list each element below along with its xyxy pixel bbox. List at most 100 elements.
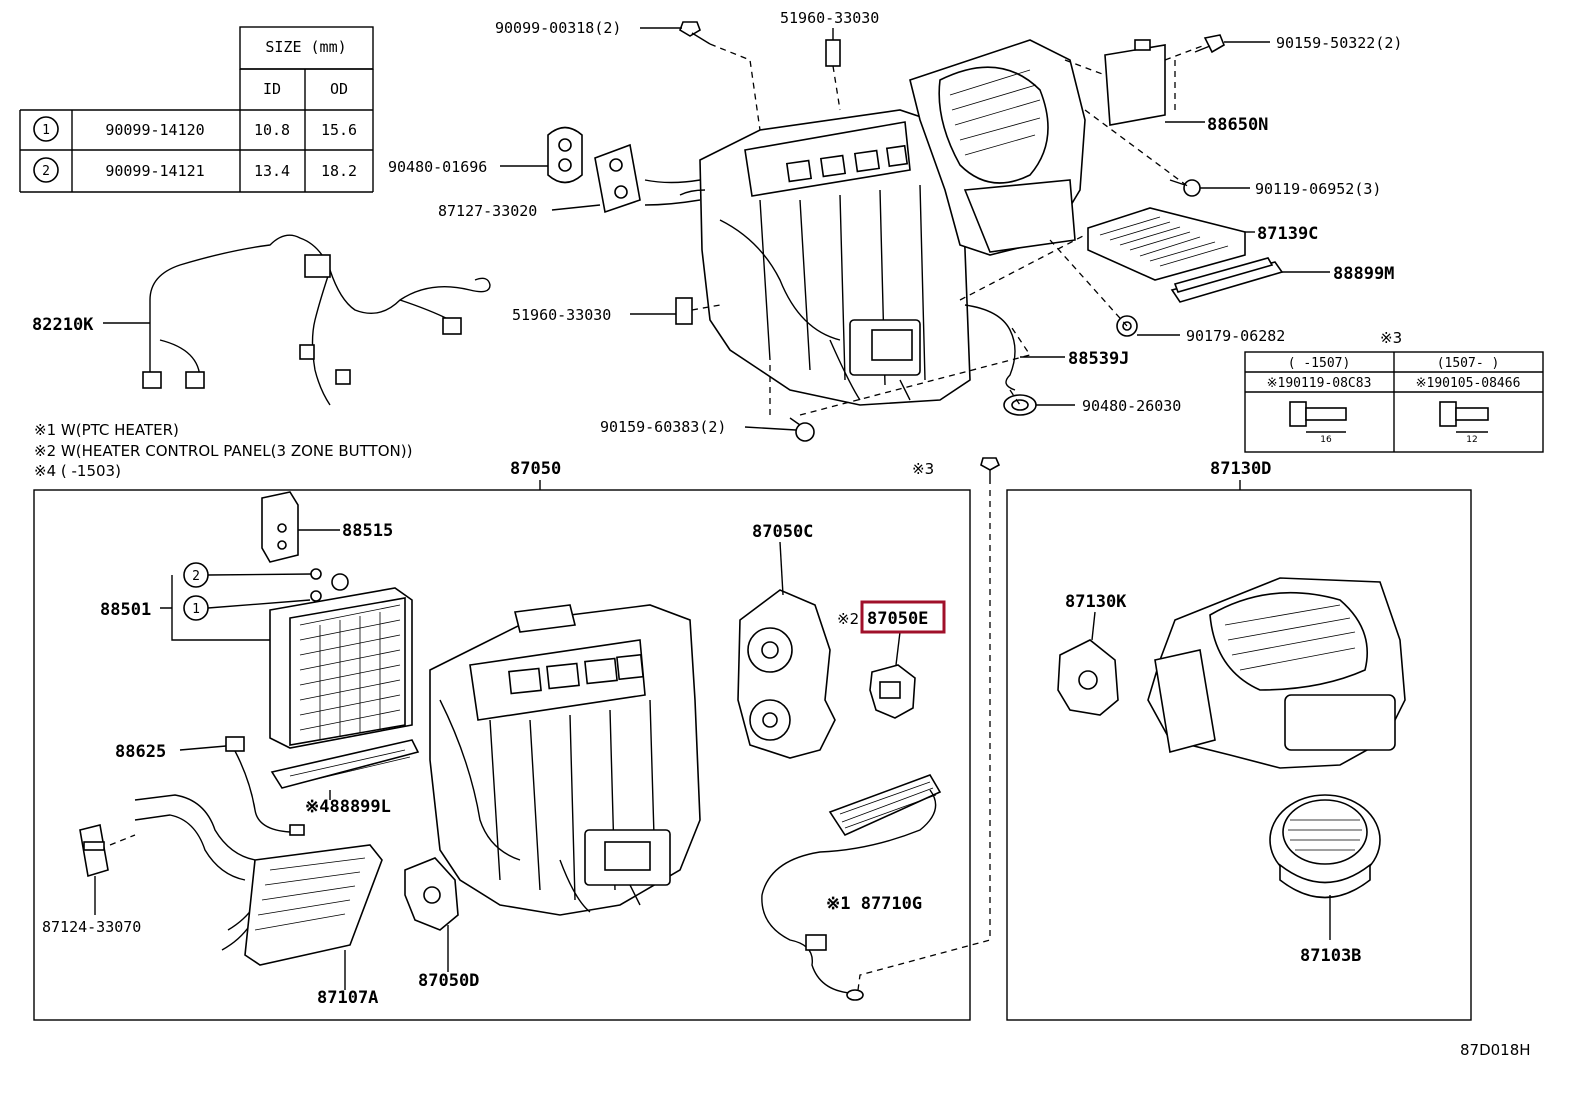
expansion-valve-icon [261, 491, 299, 563]
label-51960-mid: 51960-33030 [512, 306, 611, 324]
lower-right-parts [1057, 577, 1406, 940]
group-label-87050: 87050 [510, 459, 561, 479]
highlight-87050E [860, 600, 946, 634]
label-90119-06952: 90119-06952(3) [1255, 180, 1381, 198]
label-82210K: 82210K [32, 315, 94, 335]
label-87050D: 87050D [418, 971, 479, 991]
bolt-ref-3: ※3 [857, 457, 1001, 991]
label-90159-50322: 90159-50322(2) [1276, 34, 1402, 52]
lower-right-labels: 87130K 87103B [1065, 592, 1361, 966]
label-88539J: 88539J [1068, 349, 1129, 369]
ref-3-label: ※3 [912, 460, 934, 478]
label-51960-top: 51960-33030 [780, 9, 879, 27]
label-88515: 88515 [342, 521, 393, 541]
label-90099-00318: 90099-00318(2) [495, 19, 621, 37]
label-90179-06282: 90179-06282 [1186, 327, 1285, 345]
screw-icon [980, 457, 1001, 484]
row2-num: 2 [42, 164, 50, 179]
filter-icon [1087, 207, 1246, 281]
screw-icon [1169, 179, 1201, 197]
note-2: ※2 W(HEATER CONTROL PANEL(3 ZONE BUTTON)… [34, 442, 412, 460]
label-87127-33020: 87127-33020 [438, 202, 537, 220]
group-87050: 87050 [33, 459, 971, 1021]
group-box-87130D [1006, 489, 1472, 1021]
gasket-icon [547, 126, 583, 184]
row1-id: 10.8 [254, 121, 290, 139]
evaporator-icon [269, 573, 413, 749]
grommet-icon [1003, 394, 1037, 416]
label-88650N: 88650N [1207, 115, 1268, 135]
actuator-icon [1057, 639, 1119, 716]
label-88899M: 88899M [1333, 264, 1394, 284]
servo-87050E-icon [869, 664, 916, 719]
row2-part: 90099-14121 [105, 162, 204, 180]
screw-icon [789, 417, 815, 442]
blower-case-icon [1147, 577, 1406, 769]
label-87139C: 87139C [1257, 224, 1318, 244]
plate-icon [79, 824, 109, 878]
group-label-87130D: 87130D [1210, 459, 1271, 479]
clip-icon [825, 39, 841, 67]
upper-hvac-assembly [547, 21, 1284, 442]
diagram-code: 87D018H [1460, 1041, 1531, 1059]
group-box-87050 [33, 489, 971, 1021]
bolt-table: ※3 ( -1507) (1507- ) ※190119-08C83 ※1901… [1244, 329, 1544, 453]
label-90159-60383: 90159-60383(2) [600, 418, 726, 436]
row1-num: 1 [42, 123, 50, 138]
cover-icon [270, 739, 420, 789]
bolt-col1-length: 16 [1320, 435, 1332, 445]
row2-od: 18.2 [321, 162, 357, 180]
sensor-icon [225, 736, 305, 836]
label-90480-01696: 90480-01696 [388, 158, 487, 176]
heater-unit-icon [429, 604, 701, 916]
label-88501: 88501 [100, 600, 151, 620]
wire-harness-82210K [142, 234, 491, 406]
bolt-col2-head: (1507- ) [1437, 356, 1500, 371]
bolt-icon: 12 [1439, 401, 1489, 445]
label-87710G: ※1 87710G [826, 894, 922, 914]
note-4: ※4 ( -1503) [34, 462, 121, 480]
circle-2: 2 [192, 569, 200, 584]
size-table: SIZE (mm) ID OD 1 90099-14120 10.8 15.6 … [19, 26, 374, 193]
upper-leaders [103, 27, 1330, 431]
label-87103B: 87103B [1300, 946, 1361, 966]
screw-icon [1194, 34, 1225, 54]
group-87130D: 87130D [1006, 459, 1472, 1021]
note-1: ※1 W(PTC HEATER) [34, 421, 179, 439]
lower-left-parts: 2 1 [79, 491, 942, 1001]
col-od-header: OD [330, 80, 348, 98]
label-87124-33070: 87124-33070 [42, 918, 141, 936]
screw-icon [679, 21, 711, 45]
lower-left-labels: 88515 88501 87050C ※2 87050E 88625 ※4888… [42, 521, 946, 1008]
bolt-col2-length: 12 [1466, 435, 1477, 445]
motor-icon [737, 589, 836, 759]
label-87050E-prefix: ※2 [837, 610, 859, 628]
circle-1: 1 [192, 602, 200, 617]
col-id-header: ID [263, 80, 281, 98]
bolt-col1-head: ( -1507) [1288, 356, 1351, 371]
label-90480-26030: 90480-26030 [1082, 397, 1181, 415]
label-88625: 88625 [115, 742, 166, 762]
plate-icon [594, 143, 641, 214]
notes: ※1 W(PTC HEATER) ※2 W(HEATER CONTROL PAN… [34, 421, 412, 480]
bolt-table-title: ※3 [1380, 329, 1402, 347]
size-header: SIZE (mm) [265, 38, 346, 56]
label-88899L: ※488899L [305, 797, 391, 817]
row1-od: 15.6 [321, 121, 357, 139]
bolt-col2-part: ※190105-08466 [1416, 376, 1521, 391]
row2-id: 13.4 [254, 162, 290, 180]
heater-core-icon [244, 844, 383, 966]
clip-icon [675, 297, 693, 325]
label-87130K: 87130K [1065, 592, 1127, 612]
label-87050C: 87050C [752, 522, 813, 542]
label-87050E[interactable]: 87050E [867, 609, 928, 629]
servo-motor-icon [404, 857, 459, 931]
row1-part: 90099-14120 [105, 121, 204, 139]
upper-labels: 90099-00318(2) 51960-33030 90159-50322(2… [32, 9, 1402, 436]
label-87107A: 87107A [317, 988, 378, 1008]
blower-motor-icon [1269, 794, 1381, 899]
bolt-icon: 16 [1289, 401, 1347, 445]
bolt-col1-part: ※190119-08C83 [1267, 376, 1372, 391]
ptc-heater-icon [761, 774, 942, 1001]
